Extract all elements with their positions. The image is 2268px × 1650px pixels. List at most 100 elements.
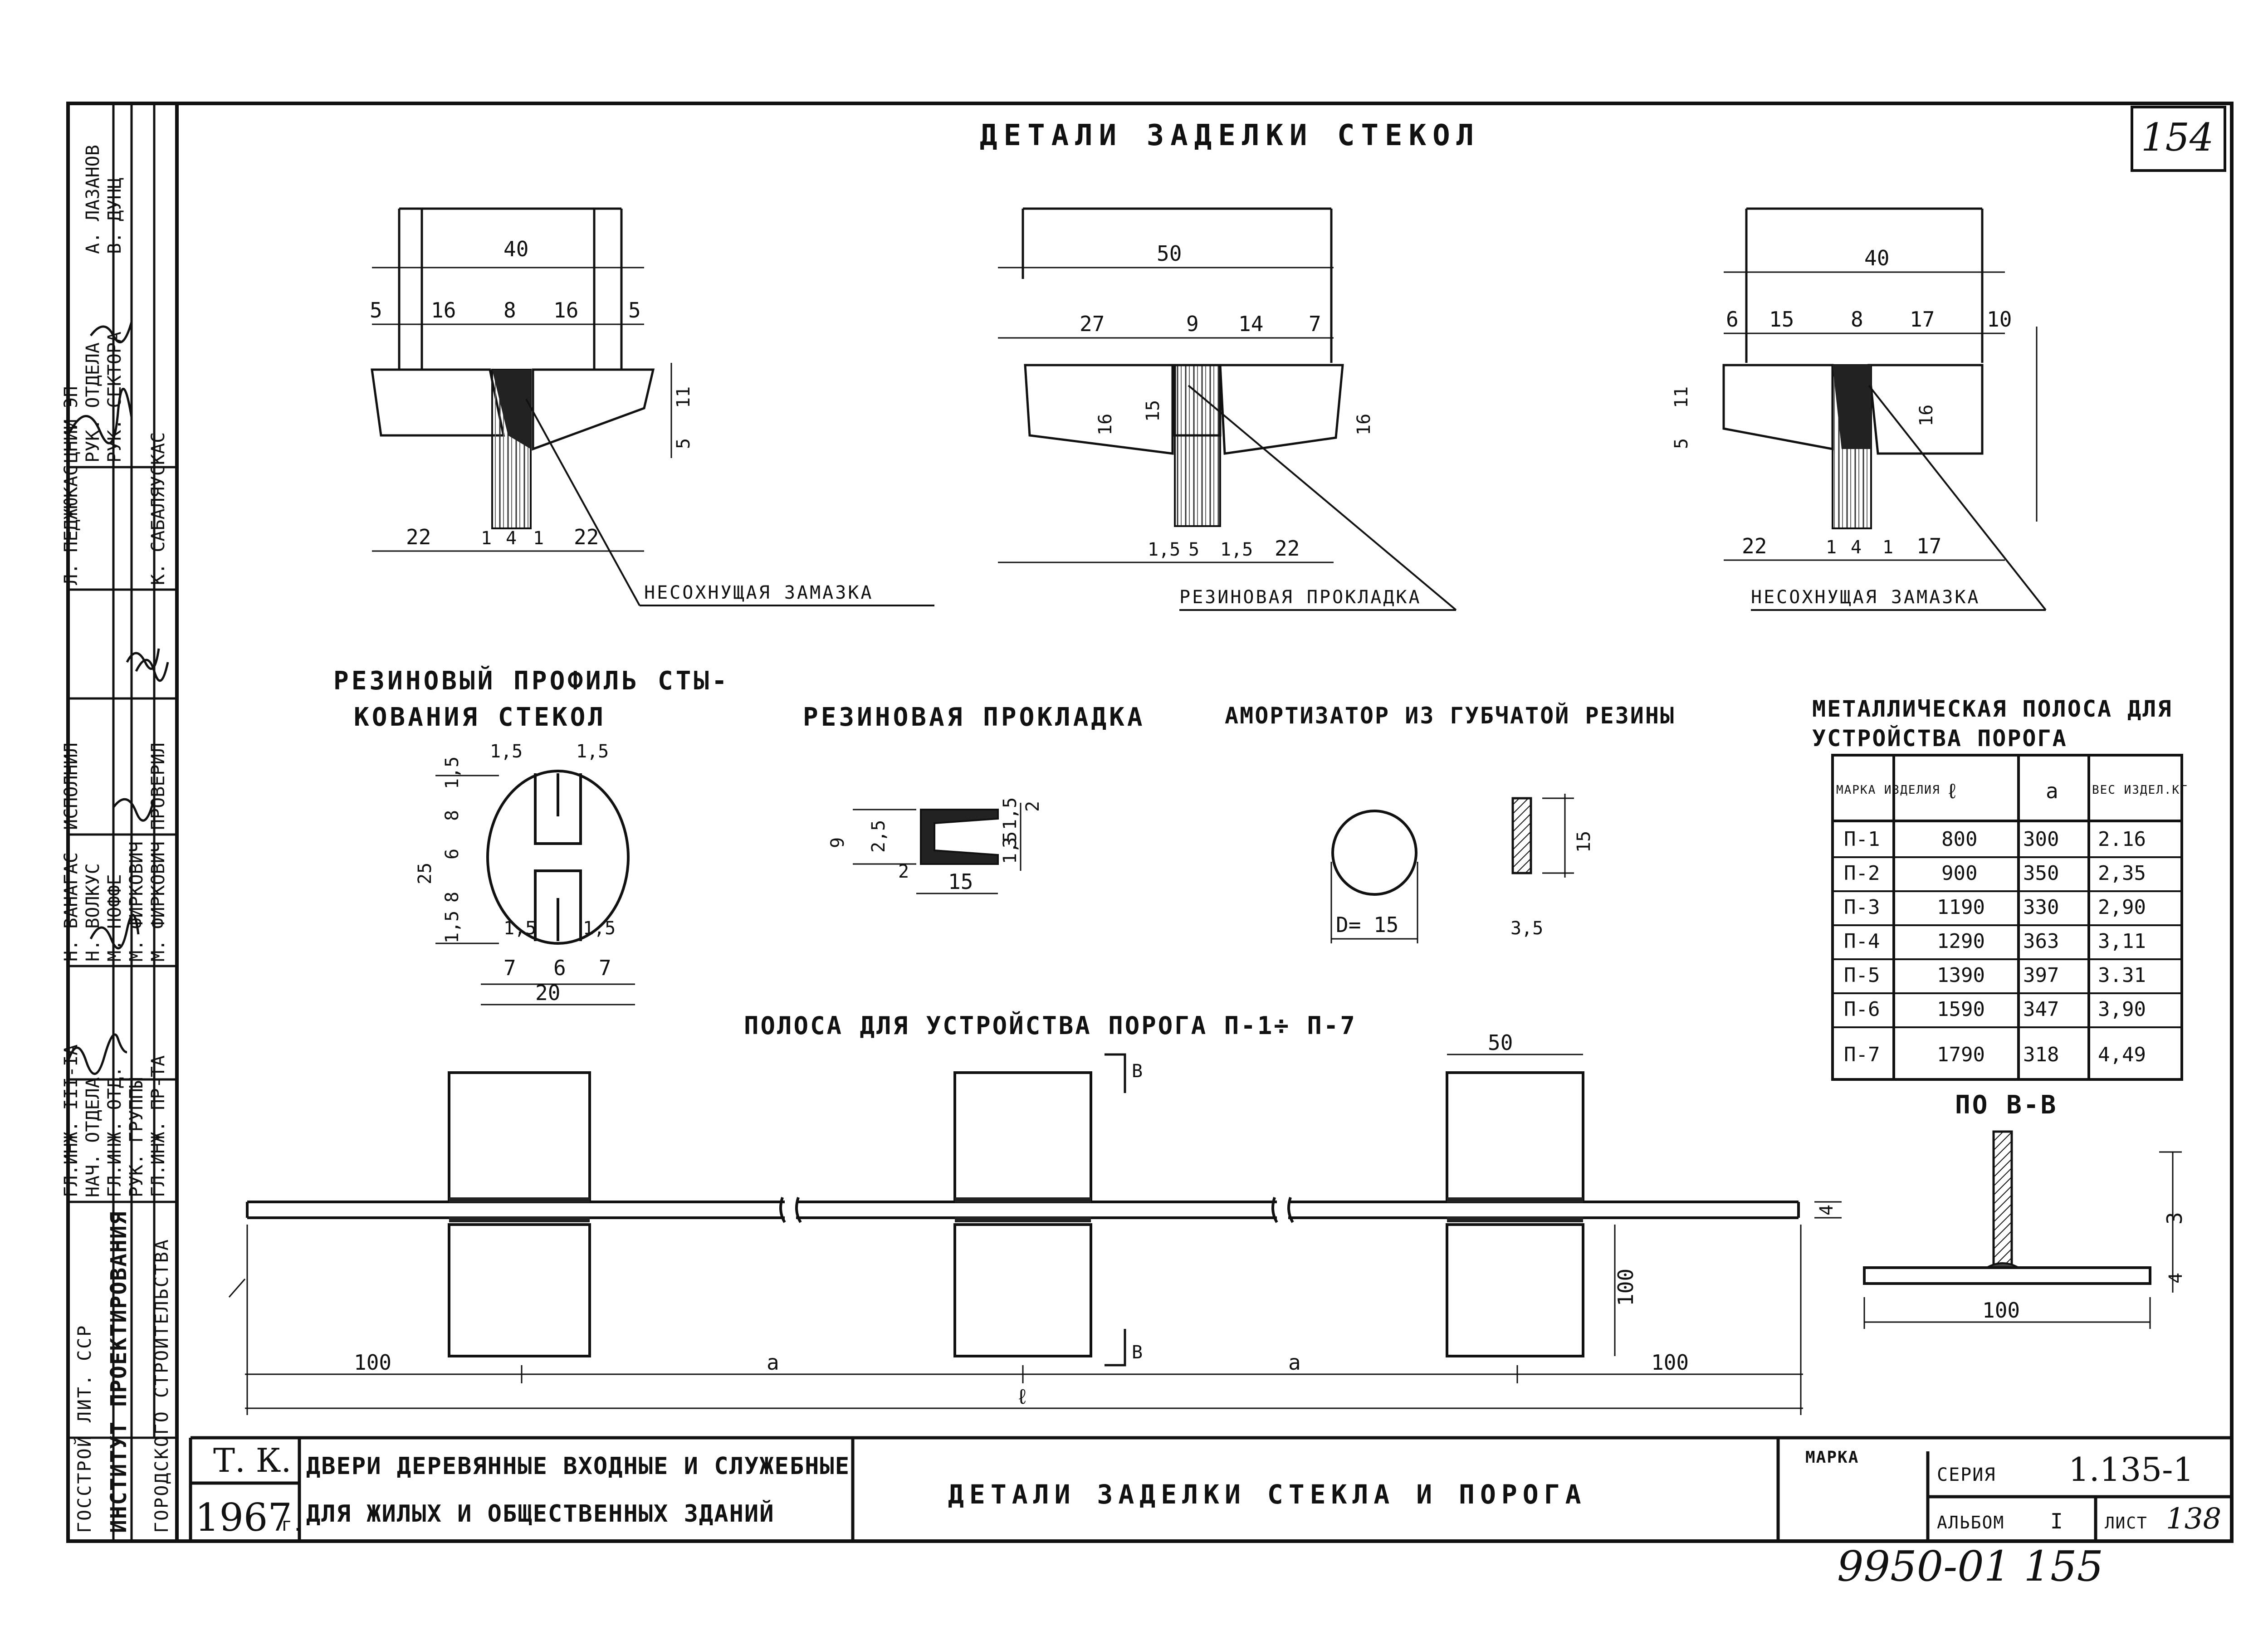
g3-top-2: 8	[1851, 307, 1863, 332]
threshold-dim-a1: a	[767, 1350, 779, 1375]
g3-side-2: 16	[1916, 405, 1937, 426]
rp-w2: 6	[553, 956, 566, 980]
g2-top-1: 9	[1186, 312, 1199, 336]
shock-title: АМОРТИЗАТОР ИЗ ГУБЧАТОЙ РЕЗИНЫ	[1225, 702, 1675, 729]
g3-side-1: 11	[1671, 386, 1692, 408]
g3-total: 40	[1864, 246, 1889, 270]
table-row-2-a: 350	[2023, 862, 2059, 885]
tb-year-suffix: г.	[281, 1514, 303, 1535]
bottom-archive-note: 9950-01 155	[1837, 1542, 2103, 1591]
tb-year: 1967	[195, 1495, 292, 1540]
g2-side-2: 16	[1354, 414, 1374, 435]
g1-top-0: 5	[370, 298, 382, 322]
sidebar-name-1: Н. ВАНАГАС	[61, 852, 82, 962]
g2-top-2: 14	[1238, 312, 1263, 336]
tb-marka-label: МАРКА	[1805, 1448, 1859, 1467]
g3-top-4: 10	[1987, 307, 2012, 332]
table-row-5-mark: П-5	[1844, 964, 1880, 987]
g2-side-1: 15	[1143, 400, 1163, 422]
sidebar-org-2: ИНСТИТУТ ПРОЕКТИРОВАНИЯ	[106, 1211, 132, 1533]
section-bb-t: 4	[2165, 1273, 2186, 1284]
g3-bot-1: 1	[1826, 537, 1837, 558]
metal-strip-title-2: УСТРОЙСТВА ПОРОГА	[1812, 725, 2068, 752]
sidebar-name-4: М. ФИРКОВИЧ	[126, 841, 147, 962]
g2-bot-1: 5	[1188, 539, 1199, 560]
rp-w1: 7	[503, 956, 516, 980]
threshold-dim-block-w: 50	[1488, 1030, 1513, 1055]
table-row-7-mark: П-7	[1844, 1043, 1880, 1066]
g2-bot-0: 1,5	[1148, 539, 1180, 560]
table-row-7-l: 1790	[1937, 1043, 1985, 1066]
table-row-5-l: 1390	[1937, 964, 1985, 987]
title-block: Т. К. 1967 г. ДВЕРИ ДЕРЕВЯННЫЕ ВХОДНЫЕ И…	[68, 1436, 2232, 1543]
rp-left-c: 6	[442, 849, 463, 859]
sidebar-name-2: Н. ВОЛКУС	[83, 863, 103, 962]
rp-bottom-a: 1,5	[503, 918, 536, 939]
g3-top-1: 15	[1769, 307, 1794, 332]
g3-bot-3: 1	[1882, 537, 1893, 558]
gasket-d: 3	[1000, 837, 1021, 848]
sidebar-name-dept-head: А. ЛАЗАНОВ	[83, 145, 103, 254]
table-row-6-w: 3,90	[2098, 998, 2146, 1021]
table-row-6-a: 347	[2023, 998, 2059, 1021]
shock-absorber-detail: АМОРТИЗАТОР ИЗ ГУБЧАТОЙ РЕЗИНЫ D= 15 15 …	[1225, 702, 1675, 943]
glazing-detail-3: 40 6 15 8 17 10 22 1 4 1 17 5 11 16 НЕСО…	[1671, 207, 2047, 611]
sidebar-name-3: М. НОФФЕ	[104, 874, 125, 962]
rubber-profile-title-1: РЕЗИНОВЫЙ ПРОФИЛЬ СТЫ-	[333, 666, 730, 696]
shock-h: 15	[1574, 831, 1594, 853]
tb-series-value: 1.135-1	[2068, 1450, 2194, 1489]
table-header-weight: ВЕС ИЗДЕЛ.КГ	[2092, 783, 2188, 797]
shock-t: 3,5	[1510, 918, 1543, 939]
g2-total: 50	[1157, 241, 1182, 266]
table-row-7-w: 4,49	[2098, 1043, 2146, 1066]
metal-strip-table: МЕТАЛЛИЧЕСКАЯ ПОЛОСА ДЛЯ УСТРОЙСТВА ПОРО…	[1812, 696, 2188, 1081]
g3-bot-2: 4	[1851, 537, 1862, 558]
table-row-5-w: 3.31	[2098, 964, 2146, 987]
g1-side-0: 5	[673, 438, 694, 449]
rubber-profile-detail: РЕЗИНОВЫЙ ПРОФИЛЬ СТЫ- КОВАНИЯ СТЕКОЛ 1,…	[333, 666, 730, 1006]
sidebar-role-5: ГЛ.ИНЖ. ПР-ТА	[148, 1055, 169, 1197]
rp-left-b: 8	[442, 810, 463, 821]
g3-side-0: 5	[1671, 438, 1692, 449]
tb-project-1: ДВЕРИ ДЕРЕВЯННЫЕ ВХОДНЫЕ И СЛУЖЕБНЫЕ	[306, 1453, 850, 1480]
g3-top-3: 17	[1910, 307, 1935, 332]
threshold-dim-right: 100	[1651, 1350, 1689, 1375]
sidebar-role-1: ГЛ.ИНЖ. III-IА	[61, 1045, 82, 1197]
g1-top-1: 16	[431, 298, 456, 322]
gasket-b: 2	[898, 861, 909, 882]
section-bb-title: ПО В-В	[1955, 1090, 2058, 1120]
threshold-dim-strip: 4	[1816, 1205, 1837, 1216]
shock-d: D= 15	[1336, 913, 1398, 937]
threshold-strip-detail: ПОЛОСА ДЛЯ УСТРОЙСТВА ПОРОГА П-1÷ П-7	[228, 1011, 1842, 1415]
gasket-f: 2	[1022, 801, 1043, 812]
sidebar-role-sector-head: РУК. СЕКТОРА	[104, 332, 125, 463]
rp-left-e: 1,5	[442, 911, 463, 943]
sidebar-name-executed: Л. ПЕДЖЮКАС	[61, 465, 82, 585]
g1-top-3: 16	[553, 298, 578, 322]
section-bb-detail: ПО В-В 3 4 100	[1863, 1090, 2187, 1329]
page-number: 154	[2141, 115, 2214, 160]
gasket-a: 2,5	[868, 820, 889, 853]
threshold-dim-total: ℓ	[1016, 1384, 1029, 1409]
threshold-dim-a2: a	[1288, 1350, 1301, 1375]
rp-height: 25	[415, 863, 435, 884]
sidebar-role-executed: ИСПОЛНИЛ	[61, 742, 82, 830]
tb-sheet-value: 138	[2166, 1502, 2221, 1536]
threshold-dim-block-h: 100	[1613, 1269, 1638, 1306]
rp-top2: 1,5	[576, 741, 609, 762]
tb-sheet-label: ЛИСТ	[2105, 1514, 2148, 1533]
table-row-1-mark: П-1	[1844, 828, 1880, 851]
sidebar-name-5: М. ФИРКОВИЧ	[148, 841, 169, 962]
table-row-1-w: 2.16	[2098, 828, 2146, 851]
g1-top-2: 8	[503, 298, 516, 322]
rubber-profile-title-2: КОВАНИЯ СТЕКОЛ	[354, 703, 606, 732]
cut-mark-top: В	[1132, 1061, 1143, 1082]
g2-side-0: 16	[1095, 414, 1116, 435]
rp-bottom-b: 1,5	[583, 918, 616, 939]
g1-bot-1: 1	[481, 528, 492, 549]
sidebar: ГОССТРОЙ ЛИТ. ССР ИНСТИТУТ ПРОЕКТИРОВАНИ…	[61, 103, 177, 1541]
tb-album-value: I	[2050, 1509, 2063, 1533]
table-row-4-mark: П-4	[1844, 930, 1880, 953]
tb-series-label: СЕРИЯ	[1937, 1464, 1996, 1485]
